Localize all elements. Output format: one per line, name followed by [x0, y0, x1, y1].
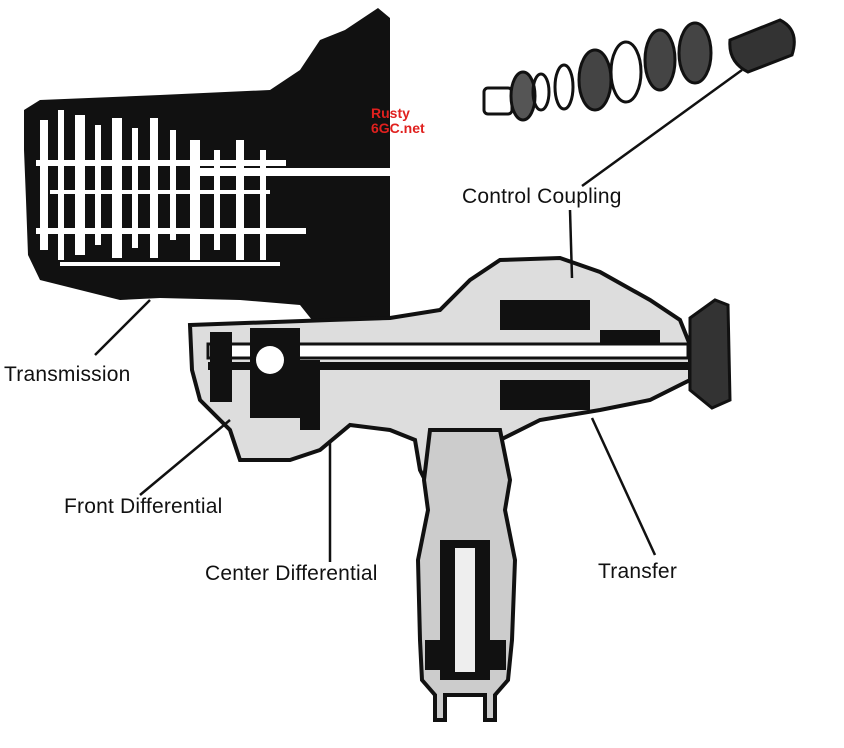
- transfer-detail: [500, 300, 660, 410]
- watermark-line-2: 6GC.net: [371, 120, 425, 136]
- front-differential-detail: [210, 328, 320, 430]
- front-differential-label: Front Differential: [64, 495, 223, 518]
- control-coupling-label: Control Coupling: [462, 185, 622, 208]
- transfer-label: Transfer: [598, 560, 678, 583]
- rear-flange: [688, 298, 732, 410]
- main-shaft: [206, 342, 690, 360]
- center-differential-label: Center Differential: [205, 562, 378, 585]
- transmission-gears: [36, 110, 390, 266]
- transmission-label: Transmission: [4, 363, 131, 386]
- control-coupling-parts: [482, 18, 796, 122]
- watermark: Rusty 6GC.net: [371, 106, 425, 136]
- watermark-line-1: Rusty: [371, 105, 410, 121]
- leader-lines: [94, 68, 743, 562]
